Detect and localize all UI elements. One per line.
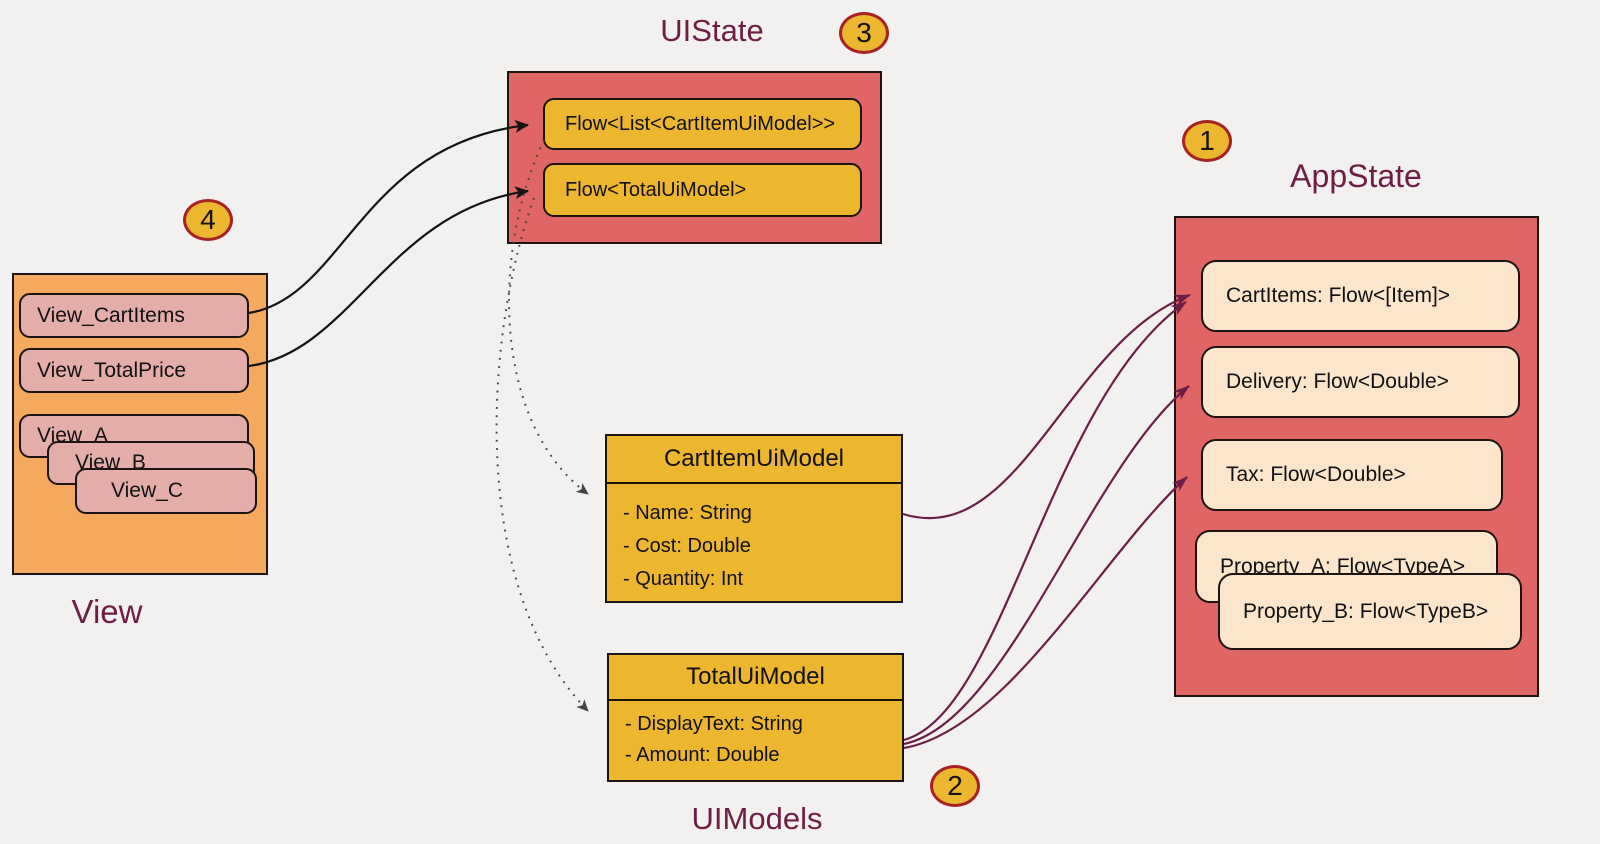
uml-attribute: - Quantity: Int	[623, 568, 744, 590]
view-item-cartitems: View_CartItems	[19, 293, 249, 338]
badge-3: 3	[839, 12, 889, 54]
uml-attribute: - Amount: Double	[625, 744, 780, 766]
arrow-viewcartitems-to-flowlist	[248, 120, 529, 315]
uml-class-cartitemuimodel: CartItemUiModel - Name: String - Cost: D…	[605, 434, 903, 603]
view-item-label: View_TotalPrice	[37, 358, 187, 382]
appstate-item-label: Property_A: Flow<TypeA>	[1220, 554, 1466, 578]
view-box: View_CartItems View_TotalPrice View_A Vi…	[12, 273, 268, 575]
badge-1-number: 1	[1199, 125, 1215, 156]
uml-class-name: TotalUiModel	[609, 655, 902, 701]
view-item-label: View_C	[111, 479, 183, 502]
appstate-item-cartitems: CartItems: Flow<[Item]>	[1201, 260, 1520, 332]
badge-1: 1	[1182, 120, 1232, 162]
appstate-box: CartItems: Flow<[Item]> Delivery: Flow<D…	[1174, 216, 1539, 697]
view-item-label: View_CartItems	[37, 303, 185, 327]
appstate-item-label: Property_B: Flow<TypeB>	[1243, 599, 1489, 623]
uml-class-name: CartItemUiModel	[607, 436, 901, 484]
appstate-item-label: Delivery: Flow<Double>	[1226, 370, 1449, 393]
arrow-totaluimodel-to-delivery	[903, 385, 1190, 746]
appstate-item-label: CartItems: Flow<[Item]>	[1226, 284, 1451, 307]
uistate-box: Flow<List<CartItemUiModel>> Flow<TotalUi…	[507, 71, 882, 244]
appstate-item-label: Tax: Flow<Double>	[1226, 463, 1406, 486]
uml-attribute: - DisplayText: String	[625, 713, 803, 735]
uistate-item-flow-totaluimodel: Flow<TotalUiModel>	[543, 163, 862, 217]
appstate-item-tax: Tax: Flow<Double>	[1201, 439, 1503, 511]
uml-class-totaluimodel: TotalUiModel - DisplayText: String - Amo…	[607, 653, 904, 782]
uistate-item-flow-list-cartitemuimodel: Flow<List<CartItemUiModel>>	[543, 98, 862, 150]
uml-attribute: - Cost: Double	[623, 535, 751, 557]
view-title: View	[71, 593, 143, 630]
badge-4-number: 4	[200, 204, 216, 235]
uistate-item-label: Flow<List<CartItemUiModel>>	[565, 112, 836, 135]
appstate-title: AppState	[1290, 158, 1422, 194]
view-item-view-c: View_C	[75, 468, 257, 514]
arrow-viewtotalprice-to-flowtotal	[248, 186, 529, 368]
uistate-title: UIState	[660, 13, 764, 48]
appstate-item-delivery: Delivery: Flow<Double>	[1201, 346, 1520, 418]
arrow-flowtotal-to-totaluimodel	[495, 197, 589, 712]
arrow-totaluimodel-to-tax	[903, 476, 1188, 750]
badge-2: 2	[930, 765, 980, 807]
arrow-totaluimodel-to-cartitems	[903, 301, 1187, 742]
uml-attribute: - Name: String	[623, 502, 752, 524]
appstate-item-property-b: Property_B: Flow<TypeB>	[1218, 573, 1522, 650]
arrow-cartitemuimodel-to-cartitems	[902, 293, 1191, 520]
view-item-totalprice: View_TotalPrice	[19, 348, 249, 393]
badge-4: 4	[183, 199, 233, 241]
badge-2-number: 2	[947, 770, 963, 801]
uistate-item-label: Flow<TotalUiModel>	[565, 178, 747, 201]
badge-3-number: 3	[856, 17, 872, 48]
uimodels-title: UIModels	[691, 801, 823, 836]
